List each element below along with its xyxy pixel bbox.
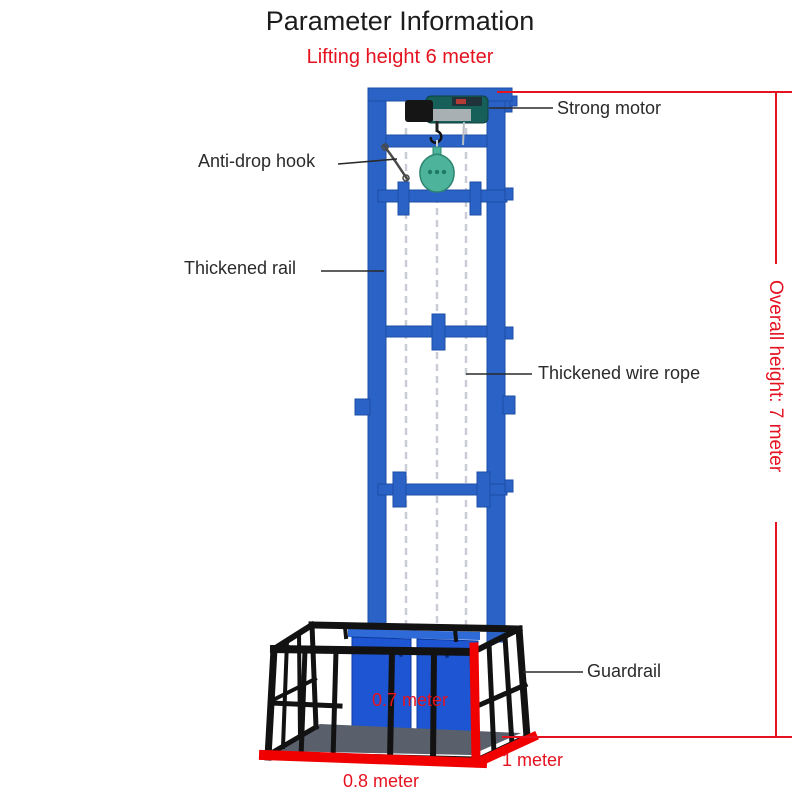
wire-ropes-icon <box>404 128 468 638</box>
pulley-block-icon <box>419 146 455 193</box>
platform-depth-dimension: 1 meter <box>502 750 564 770</box>
platform-height-dimension: 0.7 meter <box>372 690 449 710</box>
red-edge-marks <box>258 642 539 769</box>
page-title: Parameter Information <box>265 6 535 36</box>
guardrail-label: Guardrail <box>587 661 662 681</box>
platform-width-dimension: 0.8 meter <box>343 771 420 791</box>
mast <box>354 87 518 643</box>
leader-lines <box>321 107 583 673</box>
overall-height-dimension: Overall height: 7 meter <box>764 280 786 473</box>
anti-drop-hook-label: Anti-drop hook <box>198 151 316 171</box>
lifting-height-caption: Lifting height 6 meter <box>306 46 494 68</box>
motor-icon <box>405 95 489 152</box>
dimension-lines <box>497 91 792 738</box>
strong-motor-label: Strong motor <box>557 98 662 118</box>
thickened-wire-rope-label: Thickened wire rope <box>538 363 701 383</box>
cage <box>258 620 539 769</box>
thickened-rail-label: Thickened rail <box>184 258 297 278</box>
